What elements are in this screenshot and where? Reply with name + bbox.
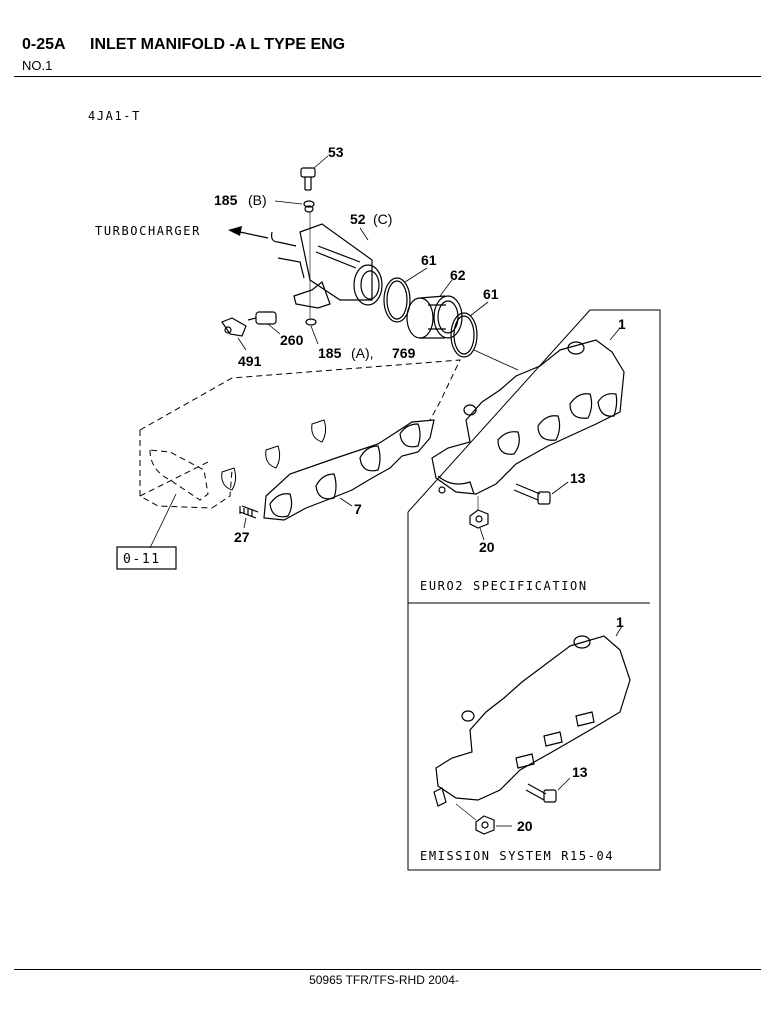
- exhaust-manifold-1-emission[interactable]: [433, 635, 631, 807]
- section-code: 0-25A: [22, 36, 66, 53]
- gasket-7[interactable]: [263, 419, 435, 521]
- footer-text: 50965 TFR/TFS-RHD 2004-: [309, 973, 459, 987]
- engine-block: [139, 359, 461, 509]
- model-label: 4JA1-T: [88, 109, 141, 123]
- clamp-61-b[interactable]: [450, 312, 478, 358]
- callout-7: 7: [354, 501, 362, 517]
- callout-52-suffix: (C): [373, 211, 392, 227]
- bolt-13-a[interactable]: [513, 483, 551, 505]
- callout-769: 769: [392, 345, 416, 361]
- euro2-spec-label: EURO2 SPECIFICATION: [420, 579, 588, 593]
- callout-185-a: 185: [318, 345, 342, 361]
- callout-13-b: 13: [572, 764, 588, 780]
- callout-185-a-suffix: (A),: [351, 345, 374, 361]
- hose-62[interactable]: [406, 295, 463, 339]
- bolt-13-b[interactable]: [525, 783, 557, 803]
- callout-52: 52: [350, 211, 366, 227]
- callout-20-a: 20: [479, 539, 495, 555]
- callout-13-a: 13: [570, 470, 586, 486]
- callout-62: 62: [450, 267, 466, 283]
- nut-20-b[interactable]: [475, 815, 495, 835]
- bolt-53[interactable]: [300, 167, 316, 191]
- footer-rule: [14, 969, 761, 970]
- ref-box[interactable]: [116, 546, 177, 570]
- engine-ports: [221, 419, 327, 491]
- ref-box-label[interactable]: 0-11: [123, 552, 161, 567]
- sensor-491[interactable]: [221, 317, 247, 337]
- callout-61-a: 61: [421, 252, 437, 268]
- callout-1-a: 1: [618, 316, 626, 332]
- callout-1-b: 1: [616, 614, 624, 630]
- clamp-61-a[interactable]: [383, 277, 411, 323]
- callout-27: 27: [234, 529, 250, 545]
- washer-185a[interactable]: [305, 318, 317, 326]
- callout-185-b-suffix: (B): [248, 192, 267, 208]
- emission-system-label: EMISSION SYSTEM R15-04: [420, 849, 614, 863]
- callout-20-b: 20: [517, 818, 533, 834]
- spec-frame: [407, 309, 661, 871]
- turbocharger-arrow: [239, 231, 269, 239]
- callout-61-b: 61: [483, 286, 499, 302]
- page-title: INLET MANIFOLD -A L TYPE ENG: [90, 36, 346, 53]
- stud-27[interactable]: [239, 505, 259, 519]
- washer-185b[interactable]: [303, 200, 315, 213]
- callout-260: 260: [280, 332, 304, 348]
- exhaust-manifold-1-euro2[interactable]: [431, 339, 625, 495]
- header-rule: [14, 76, 761, 77]
- callout-53: 53: [328, 144, 344, 160]
- sensor-260[interactable]: [247, 311, 277, 325]
- nut-20-a[interactable]: [469, 509, 489, 529]
- page-subtitle: NO.1: [22, 58, 53, 73]
- turbocharger-label: TURBOCHARGER: [95, 224, 201, 238]
- callout-185-b: 185: [214, 192, 238, 208]
- callout-491: 491: [238, 353, 262, 369]
